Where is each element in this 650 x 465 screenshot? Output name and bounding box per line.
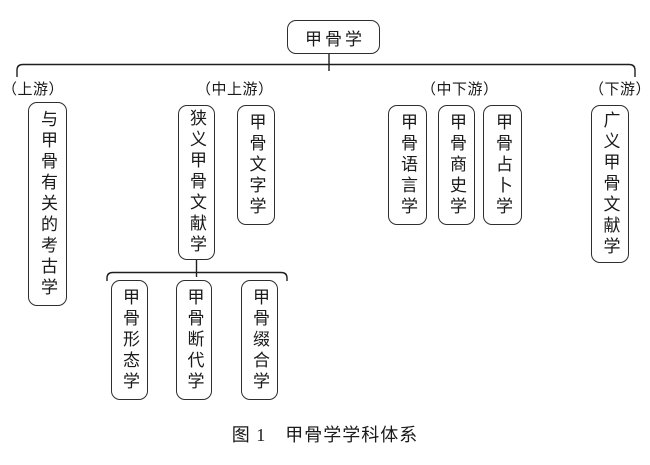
node-oracle-bone-studies: 甲骨学	[287, 20, 380, 54]
node-label: 甲骨学	[305, 29, 365, 49]
node-label: 甲骨占卜学	[493, 112, 512, 218]
figure-caption: 图 1 甲骨学学科体系	[231, 425, 419, 445]
node-shang-history: 甲骨商史学	[438, 105, 475, 225]
node-oracle-bone-morphology: 甲骨形态学	[111, 280, 148, 400]
node-label: 狭义甲骨文献学	[187, 109, 206, 256]
node-label: 甲骨断代学	[184, 287, 204, 393]
node-narrow-oracle-bone-documentation: 狭义甲骨文献学	[178, 105, 215, 260]
node-label: 甲骨语言学	[398, 112, 417, 218]
node-oracle-bone-divination: 甲骨占卜学	[483, 105, 522, 225]
node-label: 甲骨缀合学	[250, 287, 269, 393]
top-bracket	[16, 63, 636, 77]
node-oracle-bone-dating: 甲骨断代学	[176, 280, 212, 400]
group-label-downstream: （下游）	[589, 82, 650, 98]
node-broad-oracle-bone-documentation: 广义甲骨文献学	[591, 105, 629, 263]
node-label: 与甲骨有关的考古学	[38, 109, 57, 299]
node-label: 甲骨商史学	[447, 112, 466, 218]
node-archaeology-related-to-oracle-bones: 与甲骨有关的考古学	[28, 102, 67, 306]
group-label-mid-upstream: （中上游）	[196, 82, 274, 98]
node-label: 甲骨文字学	[246, 112, 266, 218]
group-label-upstream: （上游）	[2, 82, 65, 98]
node-label: 甲骨形态学	[120, 287, 139, 393]
node-oracle-bone-rejoining: 甲骨缀合学	[241, 280, 278, 400]
group-label-mid-downstream: （中下游）	[421, 82, 499, 98]
node-oracle-bone-script-studies: 甲骨文字学	[237, 105, 275, 225]
node-oracle-bone-language: 甲骨语言学	[388, 105, 427, 225]
node-label: 广义甲骨文献学	[600, 110, 620, 258]
